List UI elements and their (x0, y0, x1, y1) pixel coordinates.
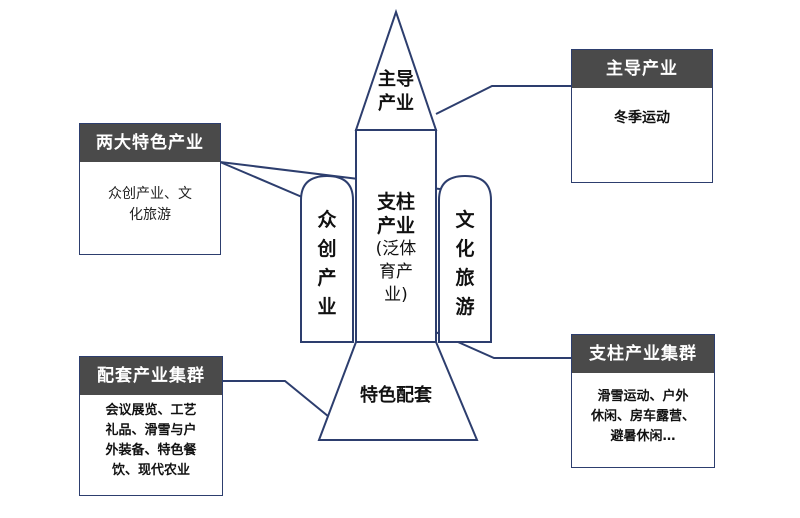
rocket-body-label: 支柱 产业 (376, 191, 415, 237)
rocket-base-label: 特色配套 (360, 385, 432, 406)
rocket-right-fin (438, 174, 492, 343)
rocket-body-sublabel: (泛体 育产 业) (375, 239, 417, 305)
two-features-title: 两大特色产业 (80, 124, 220, 162)
support-cluster-box: 配套产业集群 会议展览、工艺 礼品、滑雪与户 外装备、特色餐 饮、现代农业 (79, 356, 223, 496)
two-features-box: 两大特色产业 众创产业、文 化旅游 (79, 123, 221, 255)
connector-leading (435, 85, 572, 115)
connector-features-left (219, 161, 317, 204)
rocket-base (317, 341, 479, 441)
pillar-cluster-content: 滑雪运动、户外 休闲、房车露营、 避暑休闲… (590, 389, 695, 444)
rocket-right-fin-label: 文化旅游 (455, 209, 475, 318)
leading-industry-content: 冬季运动 (614, 110, 670, 126)
rocket-left-fin-label: 众创产业 (317, 209, 337, 318)
rocket-tip-label: 主导 产业 (378, 69, 414, 114)
pillar-cluster-box: 支柱产业集群 滑雪运动、户外 休闲、房车露营、 避暑休闲… (571, 334, 715, 468)
support-cluster-title: 配套产业集群 (80, 357, 222, 395)
leading-industry-title: 主导产业 (572, 50, 712, 88)
two-features-content: 众创产业、文 化旅游 (108, 186, 192, 223)
rocket-left-fin (300, 174, 354, 343)
pillar-cluster-title: 支柱产业集群 (572, 335, 714, 373)
support-cluster-content: 会议展览、工艺 礼品、滑雪与户 外装备、特色餐 饮、现代农业 (105, 403, 197, 478)
leading-industry-box: 主导产业 冬季运动 (571, 49, 713, 183)
connector-support (222, 380, 346, 431)
